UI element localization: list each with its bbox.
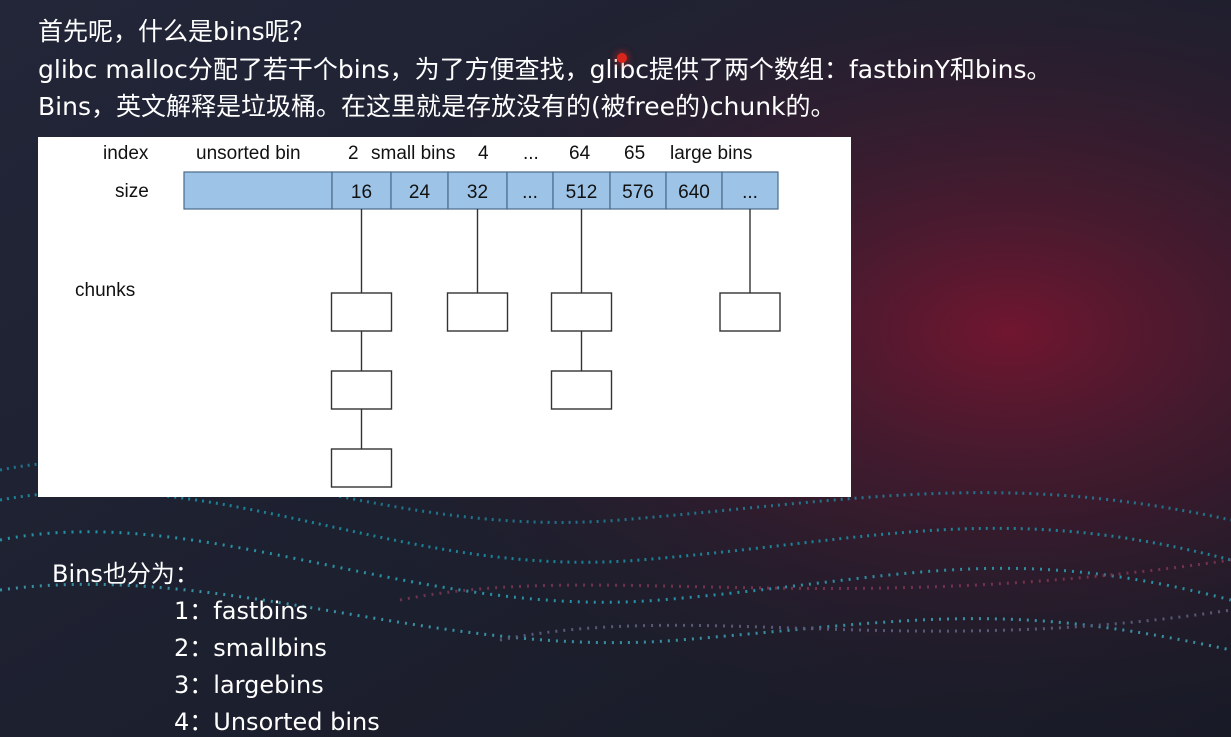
bins-list-num: 3： — [174, 671, 214, 699]
size-cell-label: 32 — [467, 182, 488, 203]
chunk-layer — [330, 209, 781, 488]
bins-diagram: index size chunks unsorted bin 2 small b… — [75, 143, 781, 488]
index-label-65: 65 — [624, 143, 645, 164]
size-cell-label: ... — [522, 182, 538, 203]
size-cell-label: 512 — [566, 182, 598, 203]
chunk-box — [550, 370, 613, 410]
bins-list-label: smallbins — [213, 634, 327, 662]
bins-list-item: 2：smallbins — [174, 628, 327, 663]
bins-list-item: 4：Unsorted bins — [174, 702, 380, 737]
bins-list-item: 1：fastbins — [174, 591, 308, 626]
size-cell-label: 576 — [622, 182, 654, 203]
size-cell-label: 24 — [409, 182, 431, 203]
size-cell — [506, 171, 554, 210]
size-cell-label: 16 — [351, 182, 372, 203]
chunk-box — [719, 292, 781, 332]
row-label-size: size — [115, 181, 149, 202]
bins-list-label: largebins — [213, 671, 324, 699]
bins-list-num: 1： — [174, 597, 214, 625]
bins-list-title: Bins也分为： — [52, 560, 199, 588]
bins-list-label: fastbins — [213, 597, 308, 625]
row-label-index: index — [103, 143, 149, 164]
intro-line-1: 首先呢，什么是bins呢？ — [38, 17, 315, 46]
index-label-large-bins: large bins — [670, 143, 752, 164]
bins-diagram-panel: index size chunks unsorted bin 2 small b… — [38, 137, 851, 497]
wave-dots — [0, 459, 1231, 652]
intro-line-2: glibc malloc分配了若干个bins，为了方便查找，glibc提供了两个… — [38, 55, 1052, 84]
bins-list-item: 3：largebins — [174, 665, 324, 700]
bins-list-num: 4： — [174, 708, 214, 736]
index-label-4: 4 — [478, 143, 489, 164]
chunk-box — [330, 448, 393, 488]
chunk-box — [330, 370, 393, 410]
size-cell-label: ... — [742, 182, 758, 203]
index-label-2: 2 — [348, 143, 359, 164]
pointer-cursor — [617, 53, 627, 63]
intro-line-3: Bins，英文解释是垃圾桶。在这里就是存放没有的(被free的)chunk的。 — [38, 92, 836, 121]
chunk-box — [446, 292, 509, 332]
bins-list-num: 2： — [174, 634, 214, 662]
index-label-small-bins: small bins — [371, 143, 455, 164]
index-label-unsorted: unsorted bin — [196, 143, 301, 164]
bins-list-label: Unsorted bins — [213, 708, 380, 736]
chunk-box — [330, 292, 393, 332]
size-cell — [390, 171, 449, 210]
size-cell — [609, 171, 667, 210]
size-cell-unsorted — [183, 171, 333, 210]
chunk-box — [550, 292, 613, 332]
row-label-chunks: chunks — [75, 280, 135, 301]
index-label-ellipsis: ... — [523, 143, 539, 164]
size-cell — [721, 171, 779, 210]
index-label-64: 64 — [569, 143, 591, 164]
size-row: 16 24 32... 512 576 640... — [183, 171, 779, 210]
size-cell-label: 640 — [678, 182, 710, 203]
